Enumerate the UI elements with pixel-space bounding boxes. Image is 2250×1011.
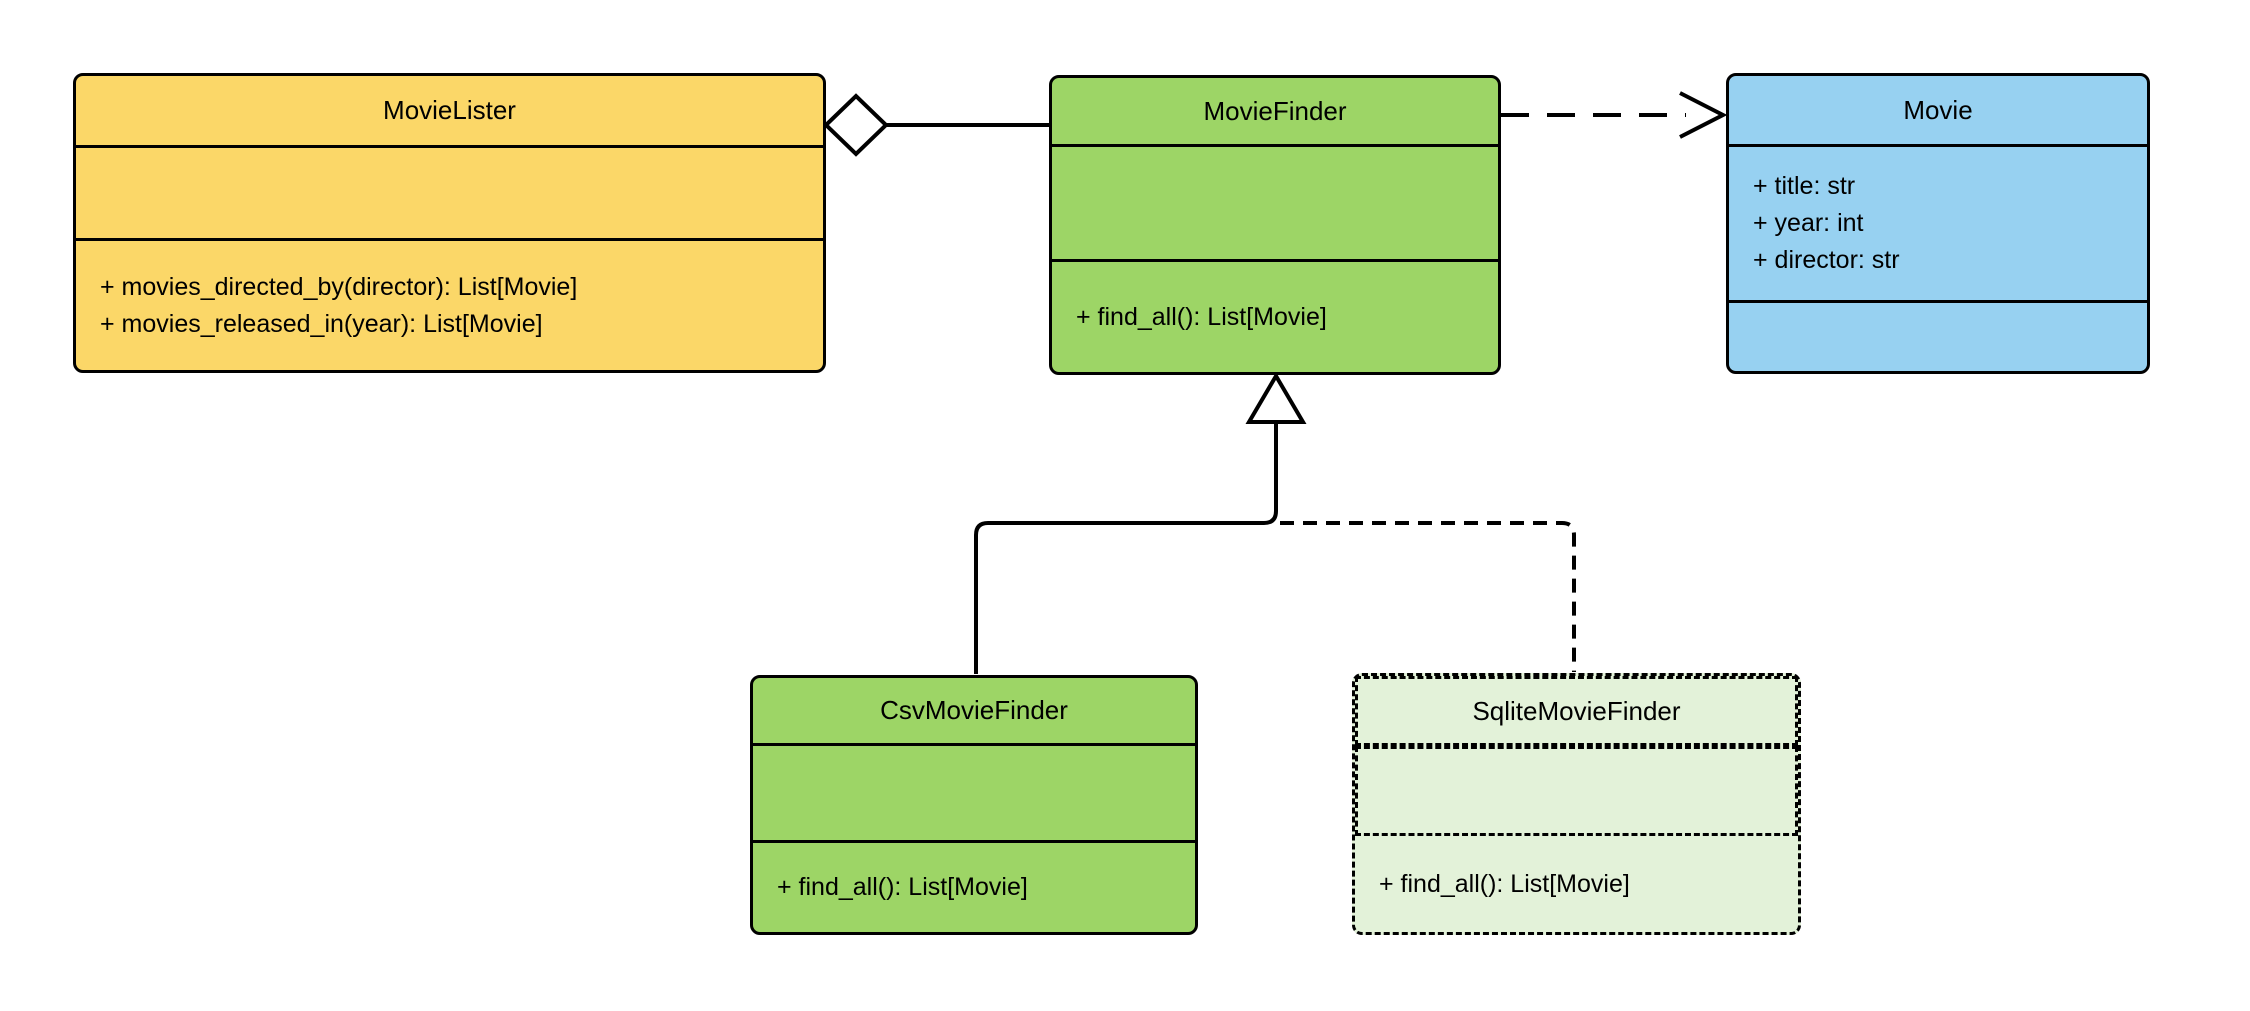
class-name: CsvMovieFinder	[753, 678, 1195, 746]
attribute-item: + title: str	[1753, 172, 1856, 200]
inheritance-solid-line	[974, 422, 1278, 674]
class-box-sqlitemoviefinder[interactable]: SqliteMovieFinder + find_all(): List[Mov…	[1352, 673, 1801, 935]
method-item: + find_all(): List[Movie]	[777, 873, 1028, 901]
class-box-movielister[interactable]: MovieLister + movies_directed_by(directo…	[73, 73, 826, 373]
attributes-compartment	[753, 746, 1195, 843]
attributes-compartment	[76, 148, 823, 241]
methods-compartment: + movies_directed_by(director): List[Mov…	[76, 241, 823, 370]
aggregation-diamond-icon	[823, 93, 889, 157]
class-box-csvmoviefinder[interactable]: CsvMovieFinder + find_all(): List[Movie]	[750, 675, 1198, 935]
class-box-movie[interactable]: Movie + title: str + year: int + directo…	[1726, 73, 2150, 374]
class-name: Movie	[1729, 76, 2147, 147]
class-name: MovieFinder	[1052, 78, 1498, 147]
attributes-compartment	[1355, 746, 1798, 836]
class-name: MovieLister	[76, 76, 823, 148]
inheritance-solid-connector[interactable]	[974, 372, 1307, 674]
method-item: + find_all(): List[Movie]	[1379, 869, 1630, 898]
attributes-compartment	[1052, 147, 1498, 262]
class-name: SqliteMovieFinder	[1355, 676, 1798, 746]
class-box-moviefinder[interactable]: MovieFinder + find_all(): List[Movie]	[1049, 75, 1501, 375]
methods-compartment: + find_all(): List[Movie]	[1355, 836, 1798, 932]
dependency-connector[interactable]	[1501, 91, 1728, 139]
methods-compartment: + find_all(): List[Movie]	[1052, 262, 1498, 372]
methods-compartment: + find_all(): List[Movie]	[753, 843, 1195, 932]
attribute-item: + director: str	[1753, 246, 1900, 274]
aggregation-connector[interactable]	[823, 93, 1049, 157]
method-item: + movies_directed_by(director): List[Mov…	[100, 272, 578, 301]
method-item: + movies_released_in(year): List[Movie]	[100, 309, 543, 338]
inheritance-dashed-connector[interactable]	[1280, 521, 1576, 672]
inheritance-triangle-icon	[1245, 372, 1307, 424]
methods-compartment	[1729, 303, 2147, 371]
attributes-compartment: + title: str + year: int + director: str	[1729, 147, 2147, 303]
inheritance-dashed-line	[1280, 521, 1576, 672]
dependency-open-arrow-icon	[1679, 91, 1728, 139]
attribute-item: + year: int	[1753, 209, 1864, 237]
method-item: + find_all(): List[Movie]	[1076, 302, 1327, 331]
